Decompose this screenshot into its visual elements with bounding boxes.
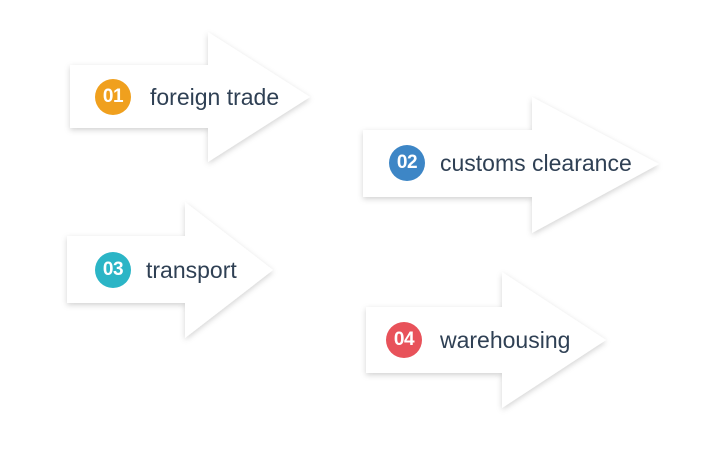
step-3-number-badge: 03: [95, 252, 131, 288]
step-1-number-badge: 01: [95, 79, 131, 115]
step-2-number-badge: 02: [389, 145, 425, 181]
step-4-arrow: [366, 272, 606, 408]
step-3-arrow: [67, 202, 273, 338]
step-2-label: customs clearance: [440, 150, 632, 176]
step-4-number-badge: 04: [386, 322, 422, 358]
step-1-arrow: [70, 32, 310, 162]
step-1-label: foreign trade: [150, 84, 280, 110]
step-3-label: transport: [146, 257, 237, 283]
step-2-arrow: [363, 97, 659, 233]
step-4-label: warehousing: [440, 327, 571, 353]
